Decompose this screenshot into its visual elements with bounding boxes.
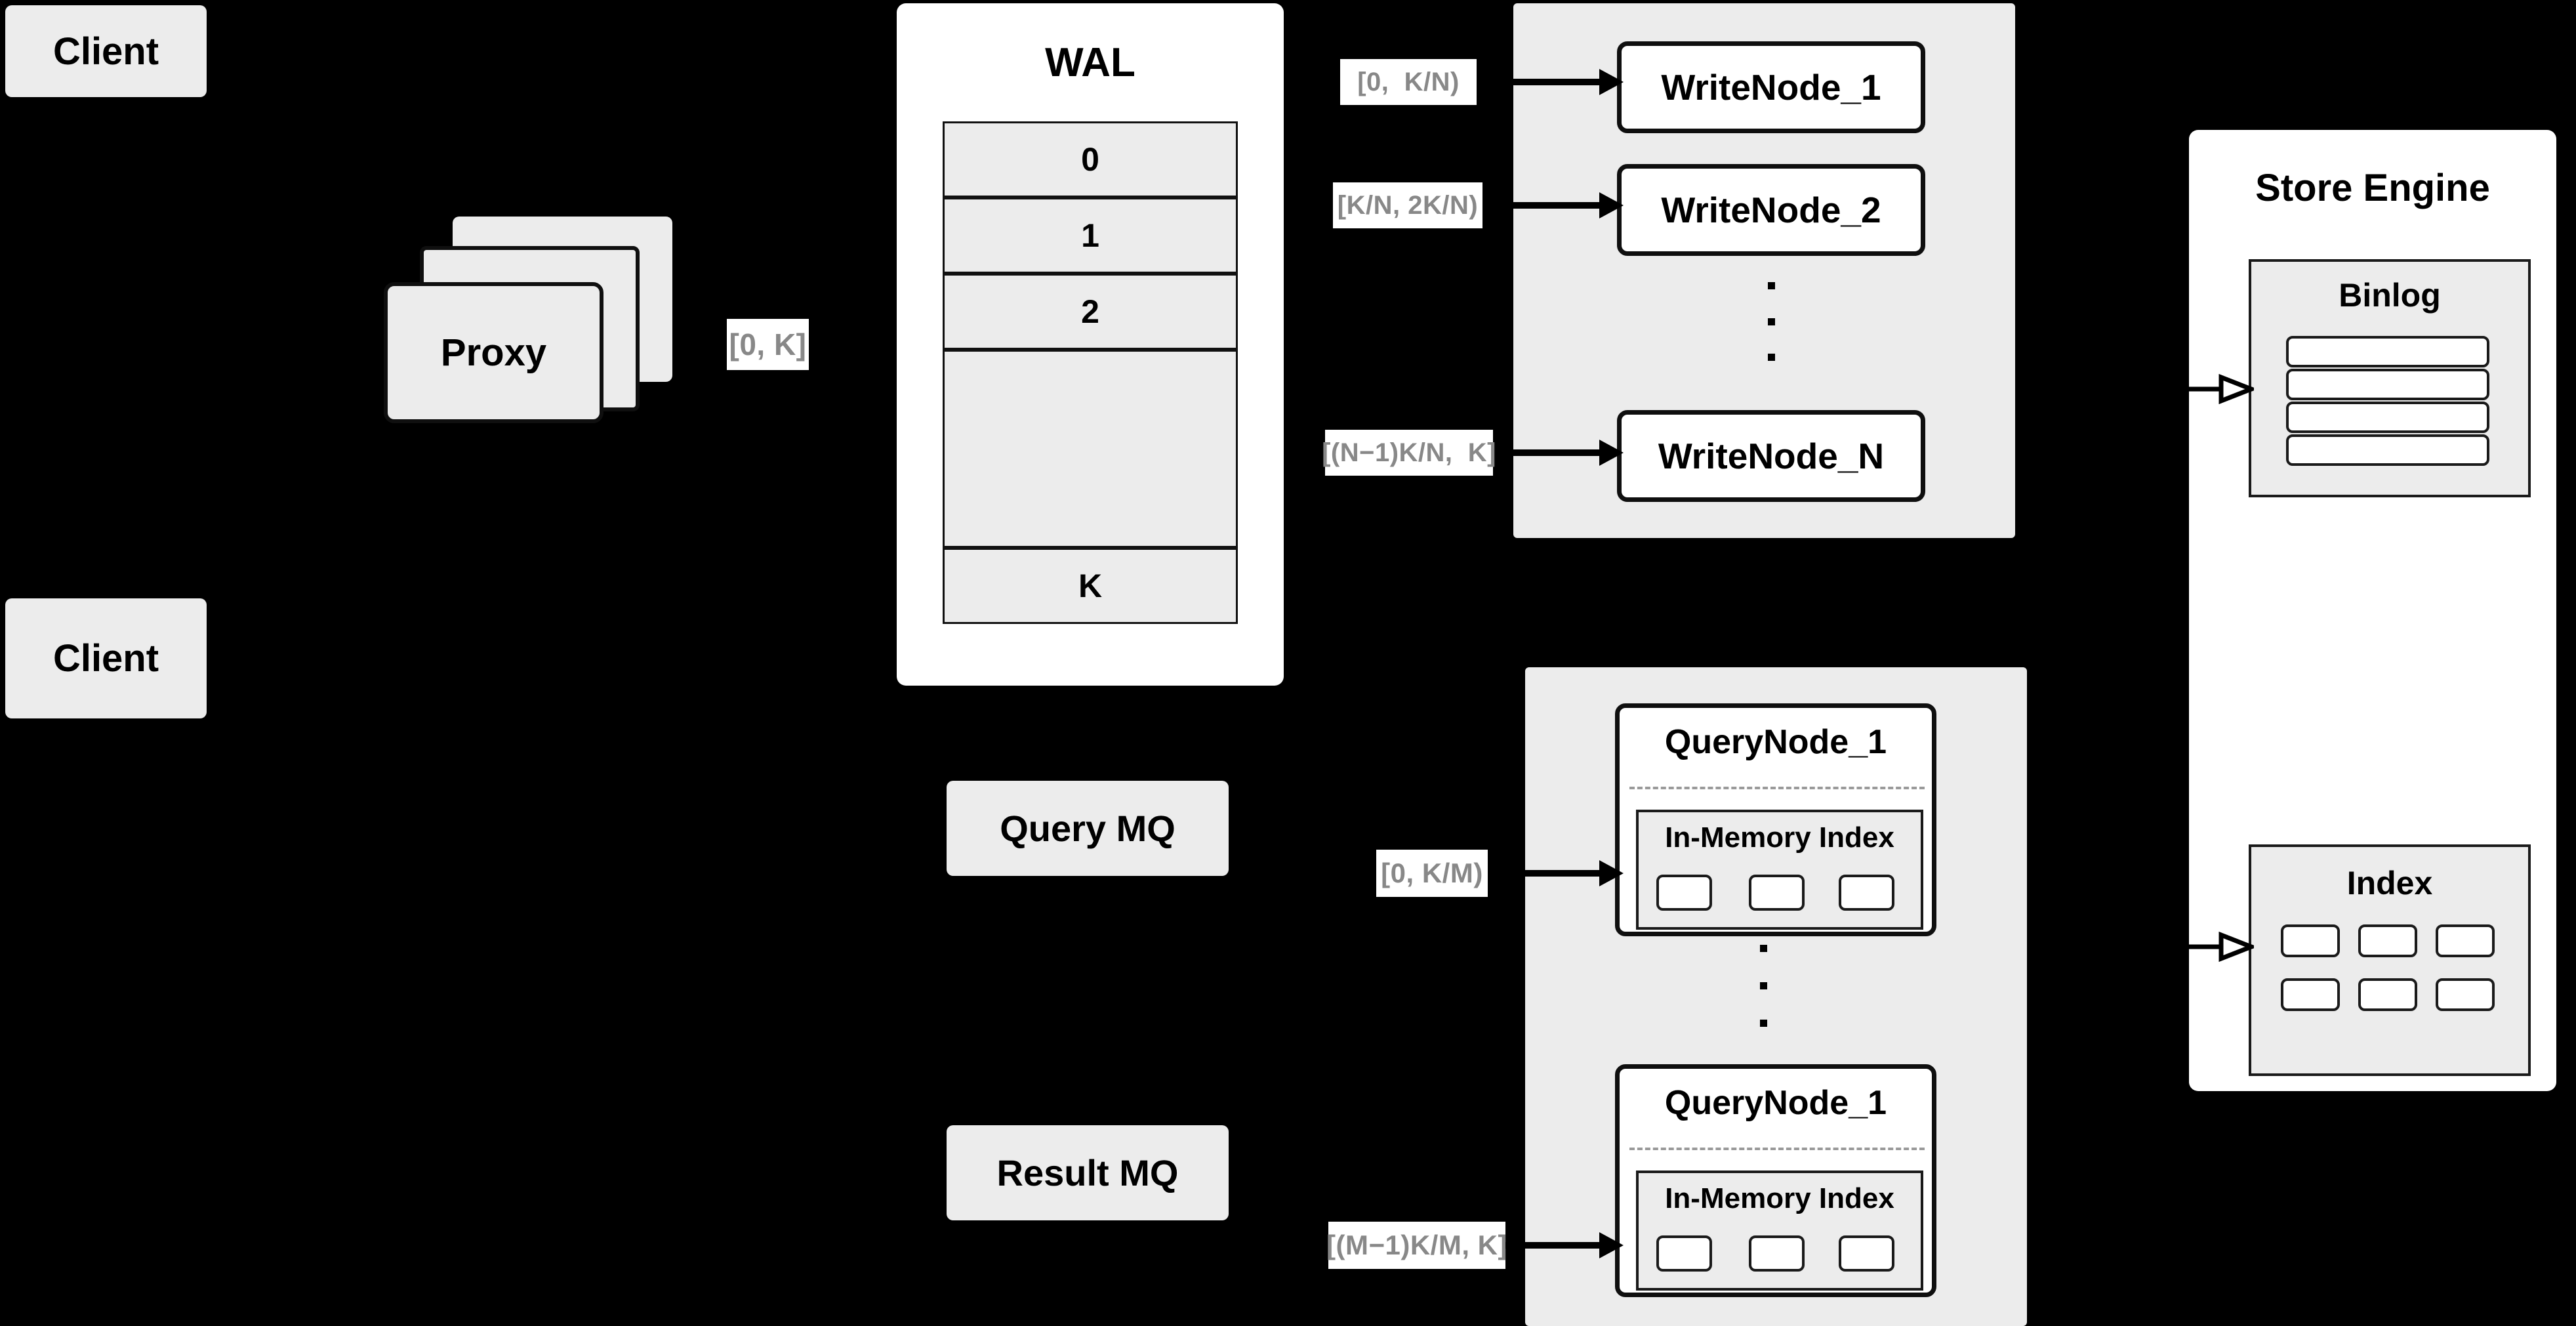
query-mq-box[interactable]: Query MQ bbox=[947, 781, 1229, 876]
proxy-output-range-label: [0, K] bbox=[727, 319, 809, 370]
arrow-to-query-node-2 bbox=[1505, 1229, 1624, 1262]
wal-title: WAL bbox=[1045, 40, 1135, 85]
query-node-2-index-cell-2 bbox=[1749, 1235, 1805, 1272]
store-index-title: Index bbox=[2346, 865, 2433, 901]
query-node-2-range-label: [(M−1)K/M, K] bbox=[1326, 1222, 1507, 1269]
wal-row-ellipsis bbox=[943, 350, 2039, 850]
wal-row-2: 2 bbox=[943, 274, 1238, 350]
arrow-to-binlog bbox=[2180, 373, 2258, 405]
binlog-panel: Binlog bbox=[2249, 259, 2531, 497]
store-index-cell-3 bbox=[2436, 924, 2495, 957]
binlog-row-2 bbox=[2286, 369, 2489, 400]
query-node-1-index-cell-1 bbox=[1656, 875, 1712, 911]
write-node-1[interactable]: WriteNode_1 bbox=[1617, 41, 1925, 133]
query-node-1-range-label: [0, K/M) bbox=[1376, 850, 1488, 897]
query-mq-label: Query MQ bbox=[1000, 808, 1176, 849]
result-mq-box[interactable]: Result MQ bbox=[947, 1125, 1229, 1220]
arrow-to-write-node-n bbox=[1509, 436, 1624, 469]
wal-row-1-label: 1 bbox=[1081, 217, 1099, 254]
store-index-cell-6 bbox=[2436, 978, 2495, 1011]
client-box-1[interactable]: Client bbox=[5, 5, 207, 97]
write-node-n-range-label: [(N−1)K/N, K] bbox=[1322, 430, 1496, 476]
write-node-1-label: WriteNode_1 bbox=[1661, 67, 1881, 108]
query-node-1-index-cell-2 bbox=[1749, 875, 1805, 911]
arrow-to-write-node-2 bbox=[1509, 189, 1624, 222]
binlog-row-1 bbox=[2286, 336, 2489, 367]
query-node-2-index-cell-1 bbox=[1656, 1235, 1712, 1272]
wal-row-k: K bbox=[943, 548, 1238, 624]
query-node-1-label: QueryNode_1 bbox=[1664, 723, 1887, 761]
arrow-to-query-node-1 bbox=[1505, 857, 1624, 890]
query-node-1[interactable]: QueryNode_1 In-Memory Index bbox=[1615, 703, 1936, 936]
query-node-2-index-cell-3 bbox=[1839, 1235, 1894, 1272]
write-node-n-label: WriteNode_N bbox=[1658, 436, 1885, 476]
store-engine-title: Store Engine bbox=[2255, 167, 2490, 209]
query-node-2-in-memory-index-panel: In-Memory Index bbox=[1636, 1171, 1923, 1291]
store-index-cell-2 bbox=[2358, 924, 2417, 957]
write-node-2-label: WriteNode_2 bbox=[1661, 190, 1881, 230]
write-node-2[interactable]: WriteNode_2 bbox=[1617, 164, 1925, 256]
binlog-row-3 bbox=[2286, 402, 2489, 433]
wal-row-k-label: K bbox=[1078, 568, 1103, 604]
write-node-2-range-label: [K/N, 2K/N) bbox=[1333, 182, 1482, 228]
binlog-row-4 bbox=[2286, 434, 2489, 466]
query-node-2-separator bbox=[1629, 1148, 1925, 1150]
store-index-cell-1 bbox=[2281, 924, 2340, 957]
client-box-2[interactable]: Client bbox=[5, 598, 207, 718]
write-node-vertical-ellipsis-icon bbox=[1767, 282, 1775, 361]
proxy-label: Proxy bbox=[440, 331, 547, 374]
write-node-n[interactable]: WriteNode_N bbox=[1617, 410, 1925, 502]
write-node-1-range-label: [0, K/N) bbox=[1340, 59, 1477, 105]
store-index-cell-5 bbox=[2358, 978, 2417, 1011]
query-node-vertical-ellipsis-icon bbox=[1759, 945, 1767, 1027]
result-mq-label: Result MQ bbox=[996, 1152, 1179, 1193]
query-node-1-in-memory-index-panel: In-Memory Index bbox=[1636, 810, 1923, 930]
query-node-2-in-memory-index-title: In-Memory Index bbox=[1665, 1182, 1894, 1214]
wal-row-0-label: 0 bbox=[1081, 141, 1099, 178]
wal-row-1: 1 bbox=[943, 197, 1238, 274]
proxy-box[interactable]: Proxy bbox=[384, 282, 603, 423]
wal-row-0: 0 bbox=[943, 121, 1238, 197]
wal-vertical-ellipsis-icon bbox=[2031, 778, 2039, 850]
query-node-1-index-cell-3 bbox=[1839, 875, 1894, 911]
store-index-panel: Index bbox=[2249, 844, 2531, 1076]
store-index-cell-4 bbox=[2281, 978, 2340, 1011]
query-node-2[interactable]: QueryNode_1 In-Memory Index bbox=[1615, 1064, 1936, 1297]
query-node-1-in-memory-index-title: In-Memory Index bbox=[1665, 821, 1894, 854]
wal-row-2-label: 2 bbox=[1081, 293, 1099, 330]
arrow-to-write-node-1 bbox=[1509, 66, 1624, 98]
query-node-1-separator bbox=[1629, 787, 1925, 789]
arrow-to-store-index bbox=[2180, 931, 2258, 963]
binlog-title: Binlog bbox=[2339, 277, 2441, 314]
client-box-2-label: Client bbox=[52, 637, 159, 680]
client-box-1-label: Client bbox=[52, 30, 159, 73]
query-node-2-label: QueryNode_1 bbox=[1664, 1084, 1887, 1122]
